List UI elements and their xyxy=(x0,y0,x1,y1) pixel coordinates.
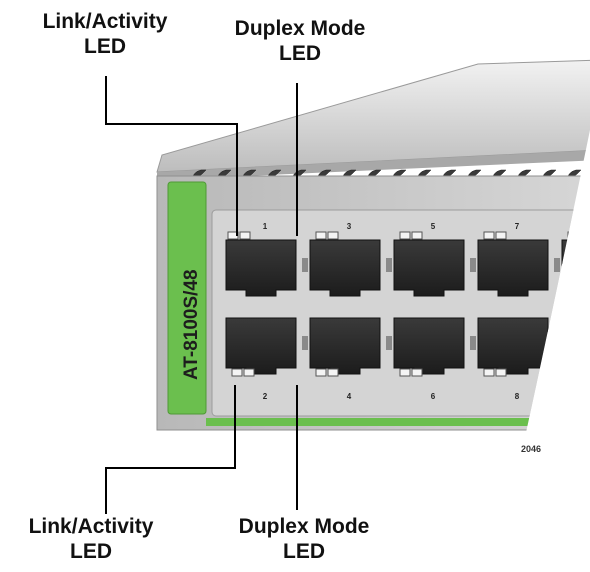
callout-text: LED xyxy=(279,42,321,65)
port-number-label: 1 xyxy=(263,222,268,231)
rj45-port xyxy=(561,317,590,375)
callout-text: Duplex Mode xyxy=(234,17,366,40)
port-led xyxy=(239,231,251,240)
switch-chassis: 1 3 5 7 2 4 6 8 xyxy=(156,59,590,431)
port-led xyxy=(567,231,579,240)
callout-text: Link/Activity xyxy=(42,10,168,33)
port-led xyxy=(483,368,495,377)
label-strip-bottom xyxy=(206,418,590,426)
callout-text: LED xyxy=(70,540,112,563)
callout-text: Link/Activity xyxy=(28,515,154,538)
port-led xyxy=(327,368,339,377)
leader-line-top-left xyxy=(105,76,238,236)
callout-link-activity-led-top: Link/Activity LED xyxy=(10,9,200,59)
port-number-label: 3 xyxy=(347,222,352,231)
port-number-label: 2 xyxy=(263,392,268,401)
rj45-port xyxy=(477,239,560,297)
port-number-label: 8 xyxy=(515,392,520,401)
port-led xyxy=(243,368,255,377)
rj45-port xyxy=(561,239,590,297)
port-number-label: 7 xyxy=(515,222,520,231)
port-led xyxy=(327,231,339,240)
leader-lines xyxy=(105,76,298,514)
callout-text: LED xyxy=(283,540,325,563)
rj45-port xyxy=(309,317,392,375)
figure-number: 2046 xyxy=(521,444,541,454)
callout-text: Duplex Mode xyxy=(238,515,370,538)
port-led xyxy=(411,231,423,240)
callout-text: LED xyxy=(84,35,126,58)
port-led xyxy=(579,231,590,240)
port-led xyxy=(483,231,495,240)
rj45-port xyxy=(309,239,392,297)
callout-duplex-mode-led-bottom: Duplex Mode LED xyxy=(212,514,396,564)
rj45-port xyxy=(225,317,308,375)
callout-link-activity-led-bottom: Link/Activity LED xyxy=(2,514,180,564)
port-led xyxy=(399,231,411,240)
chassis-top-edge xyxy=(157,150,590,180)
rj45-port xyxy=(393,317,476,375)
port-led xyxy=(579,368,590,377)
port-number-label: 5 xyxy=(431,222,436,231)
port-number-label: 4 xyxy=(347,392,352,401)
model-label-strip: AT-8100S/48 xyxy=(167,181,207,415)
port-led xyxy=(495,231,507,240)
model-label: AT-8100S/48 xyxy=(181,269,202,380)
port-led xyxy=(399,368,411,377)
port-led xyxy=(495,368,507,377)
port-led xyxy=(567,368,579,377)
port-led xyxy=(315,368,327,377)
rj45-port xyxy=(393,239,476,297)
rj45-port xyxy=(477,317,560,375)
port-led xyxy=(315,231,327,240)
port-led xyxy=(411,368,423,377)
callout-duplex-mode-led-top: Duplex Mode LED xyxy=(208,16,392,66)
rj45-port xyxy=(225,239,308,297)
port-number-label: 6 xyxy=(431,392,436,401)
leader-line-bottom-left xyxy=(105,385,236,514)
port-led xyxy=(231,368,243,377)
